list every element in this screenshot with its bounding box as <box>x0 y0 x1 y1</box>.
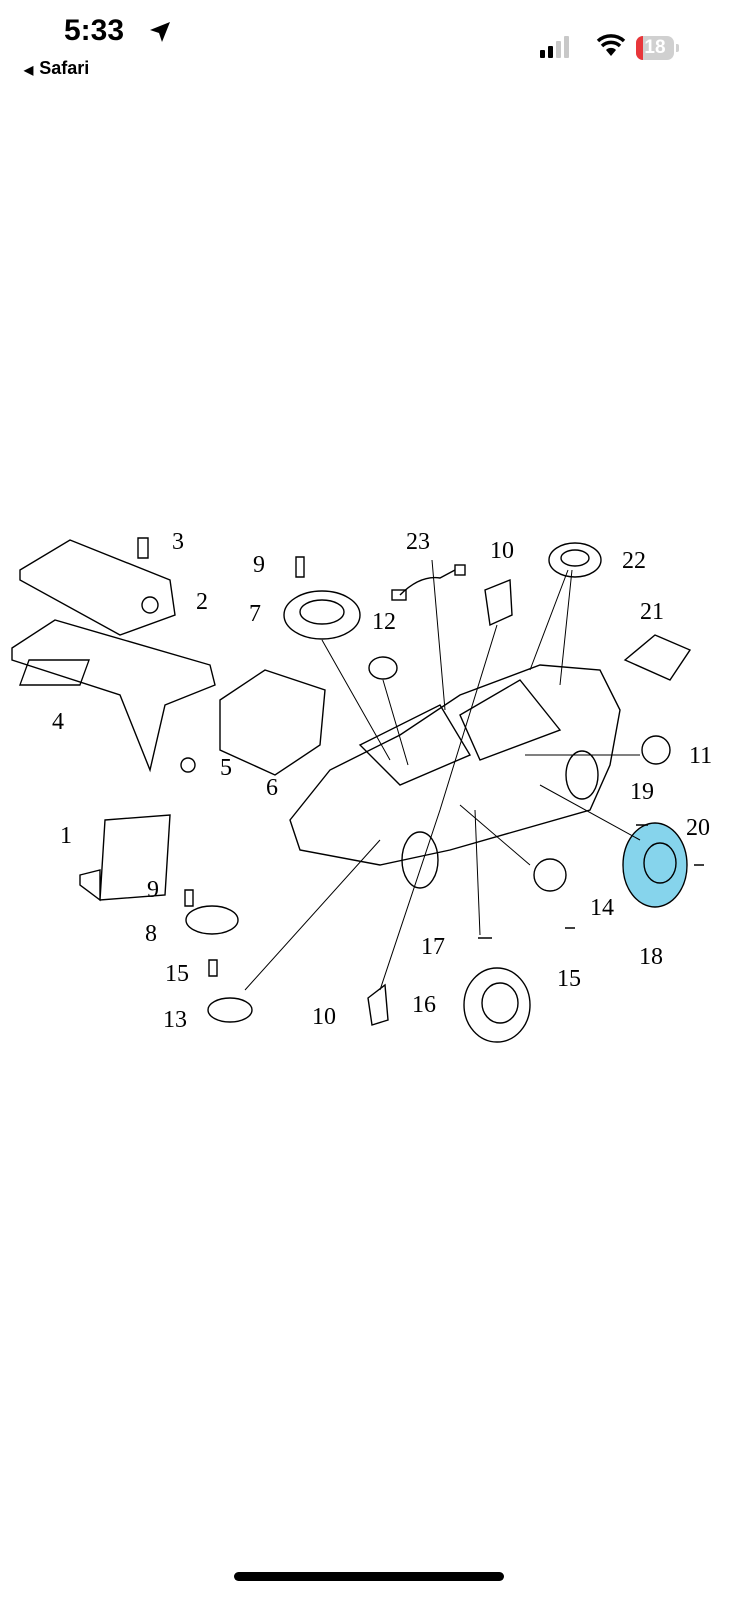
callout-7: 7 <box>249 601 261 627</box>
part-13-speaker <box>207 997 253 1023</box>
callout-17: 17 <box>421 934 445 960</box>
callout-16: 16 <box>412 992 436 1018</box>
callout-23: 23 <box>406 529 430 555</box>
battery-indicator: 18 <box>636 36 674 60</box>
part-10-lower <box>367 983 389 1026</box>
part-4-bracket <box>11 619 216 773</box>
callout-10: 10 <box>490 538 514 564</box>
home-indicator[interactable] <box>234 1572 504 1581</box>
back-label: Safari <box>39 58 90 78</box>
callout-2: 2 <box>196 589 208 615</box>
wifi-icon <box>596 34 626 56</box>
location-arrow-icon <box>150 22 170 42</box>
part-11-tweeter <box>641 735 671 765</box>
callout-1: 1 <box>60 823 72 849</box>
callout-11: 11 <box>689 743 713 769</box>
callout-19: 19 <box>630 779 654 805</box>
callout-8: 8 <box>145 921 157 947</box>
callout-14: 14 <box>590 895 614 921</box>
part-7-speaker <box>283 590 361 640</box>
part-14-speaker <box>533 858 567 892</box>
part-16-woofer <box>463 967 531 1043</box>
part-18-speaker-highlighted <box>622 822 688 908</box>
callout-3: 3 <box>172 529 184 555</box>
callout-21: 21 <box>640 599 664 625</box>
part-6-unit <box>219 669 326 776</box>
callout-4: 4 <box>52 709 64 735</box>
callout-13: 13 <box>163 1007 187 1033</box>
callout-10b: 10 <box>312 1004 336 1030</box>
callout-20: 20 <box>686 815 710 841</box>
back-to-safari-link[interactable]: ◀ Safari <box>24 58 89 79</box>
clock: 5:33 <box>64 14 125 47</box>
cellular-signal-icon <box>540 36 569 58</box>
callout-22: 22 <box>622 548 646 574</box>
bolts <box>137 537 305 977</box>
callout-9: 9 <box>253 552 265 578</box>
status-bar: 5:33 ◀ Safari 18 <box>0 0 739 90</box>
callout-18: 18 <box>639 944 663 970</box>
part-8-speaker <box>185 905 239 935</box>
part-2-amplifier <box>19 539 176 636</box>
callout-15b: 15 <box>557 966 581 992</box>
part-22-speaker <box>548 542 602 578</box>
car-body <box>289 664 621 866</box>
parts-diagram: 3 2 4 5 1 9 7 6 23 10 22 12 21 11 19 20 … <box>0 520 739 1050</box>
battery-level: 18 <box>644 37 666 58</box>
part-21-speaker <box>623 634 692 681</box>
callout-6: 6 <box>266 775 278 801</box>
part-23-cable <box>399 569 456 596</box>
part-10-sensor <box>484 578 513 627</box>
back-arrow-icon: ◀ <box>24 63 34 77</box>
callout-9b: 9 <box>147 877 159 903</box>
part-12-tweeter <box>368 656 398 680</box>
callout-5: 5 <box>220 755 232 781</box>
callout-12: 12 <box>372 609 396 635</box>
part-1-display <box>79 814 171 902</box>
diagram-drawing <box>11 537 704 1043</box>
callout-15: 15 <box>165 961 189 987</box>
